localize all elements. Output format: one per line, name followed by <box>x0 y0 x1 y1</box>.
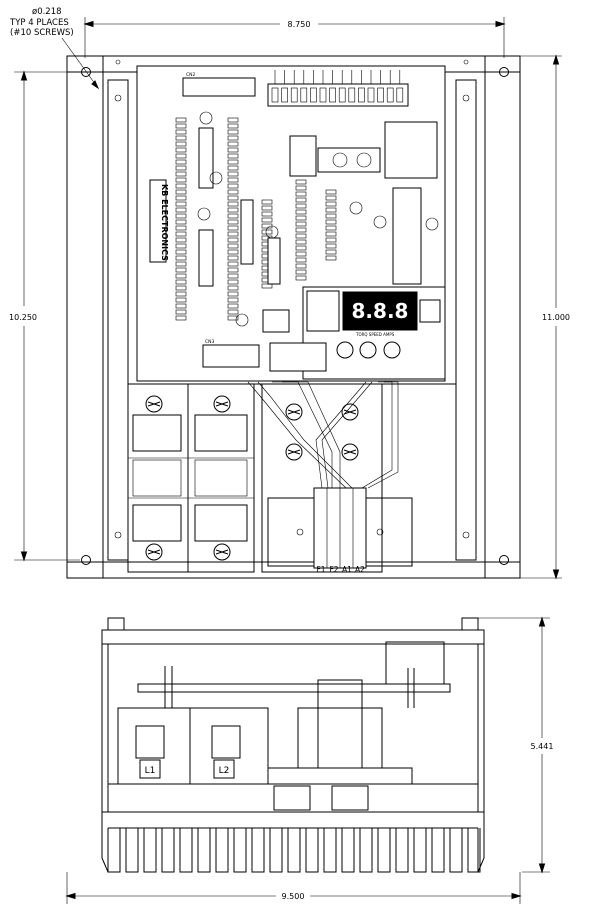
top-width-value: 8.750 <box>288 20 311 29</box>
connector-cn2 <box>182 77 256 97</box>
mounting-hole-icon <box>81 555 91 565</box>
bottom-width-value: 9.500 <box>282 892 305 901</box>
screw-icon <box>341 403 359 421</box>
l2-label: L2 <box>219 766 230 776</box>
terminal-label-a2: A2 <box>355 565 365 574</box>
wiring <box>247 381 399 489</box>
terminal-label-f2: F2 <box>329 565 338 574</box>
terminal-label-a1: A1 <box>342 565 352 574</box>
display-label: TORQ SPEED AMPS <box>355 332 395 337</box>
side-view: L1 L2 <box>101 617 485 873</box>
dimension-top-width: 8.750 <box>83 17 506 58</box>
pushbutton-icon <box>383 341 401 359</box>
dimension-left-height: 10.250 <box>9 70 80 562</box>
connector-cn3 <box>202 344 260 368</box>
right-height-value: 11.000 <box>542 313 570 322</box>
hole-diameter-text: ø0.218 <box>32 7 62 17</box>
screw-icon <box>285 403 303 421</box>
pushbutton-icon <box>359 341 377 359</box>
l1-label: L1 <box>145 766 156 776</box>
dimension-side-height: 5.441 <box>478 616 554 874</box>
heatsink <box>101 812 485 873</box>
dimension-bottom-width: 9.500 <box>65 872 522 904</box>
mounting-hole-icon <box>499 555 509 565</box>
side-height-value: 5.441 <box>531 742 554 751</box>
hole-screws-text: (#10 SCREWS) <box>10 28 74 38</box>
terminal-label-f1: F1 <box>316 565 325 574</box>
screw-icon <box>145 395 163 413</box>
screw-icon <box>285 443 303 461</box>
brand-text: KB ELECTRONICS <box>160 184 169 261</box>
screw-icon <box>213 543 231 561</box>
mounting-hole-icon <box>499 67 509 77</box>
circuit-board: CN2 KB ELECTRONICS 8.8.8 TORQ SPEED AMPS… <box>136 65 446 382</box>
svg-text:CN2: CN2 <box>186 72 196 78</box>
pushbutton-icon <box>336 341 354 359</box>
mounting-hole-icon <box>81 67 91 77</box>
screw-icon <box>145 543 163 561</box>
screw-icon <box>341 443 359 461</box>
svg-text:CN3: CN3 <box>205 339 215 345</box>
screw-icon <box>213 395 231 413</box>
left-height-value: 10.250 <box>9 313 37 322</box>
dimension-right-height: 11.000 <box>520 54 570 580</box>
hole-qty-text: TYP 4 PLACES <box>9 18 69 28</box>
led-display: 8.8.8 <box>352 299 409 323</box>
mounting-hole-callout: ø0.218 TYP 4 PLACES (#10 SCREWS) <box>9 7 100 90</box>
